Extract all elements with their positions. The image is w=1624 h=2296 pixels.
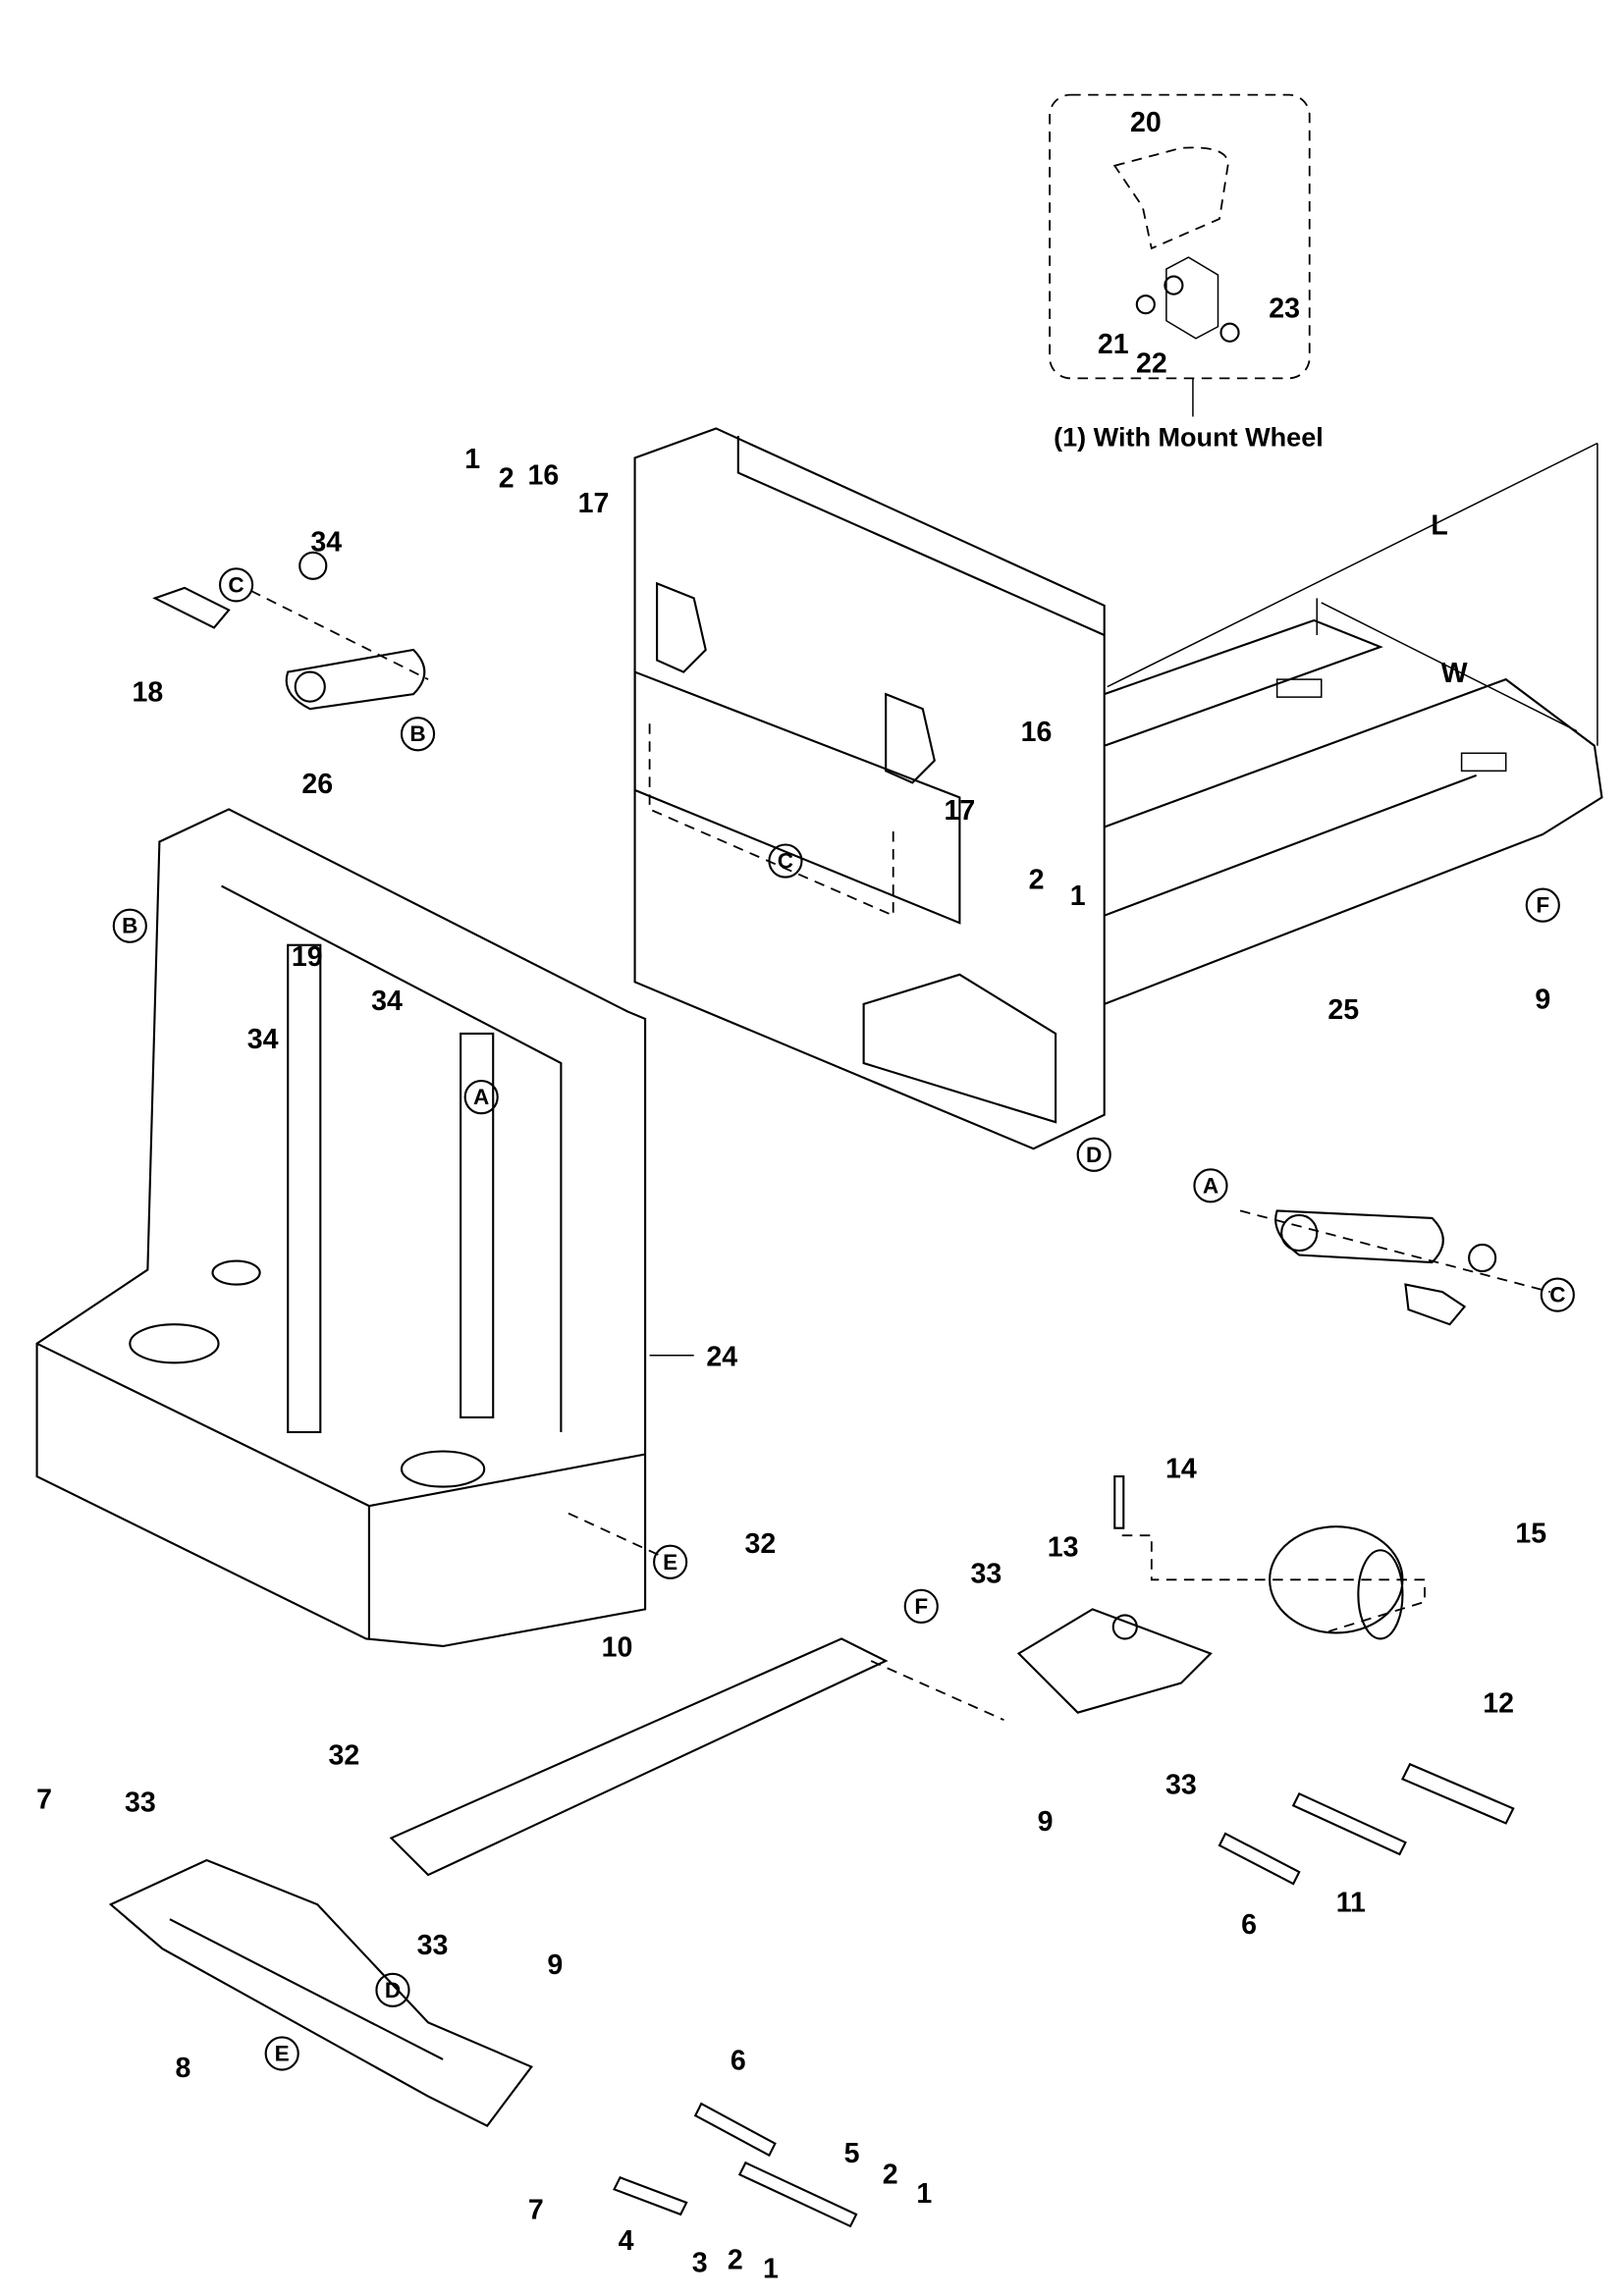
svg-text:F: F	[1536, 893, 1549, 918]
ref-circle-d: D	[1076, 1137, 1111, 1172]
callout-16: 16	[527, 460, 559, 492]
callout-20: 20	[1130, 107, 1162, 138]
callout-33: 33	[125, 1787, 156, 1818]
callout-9: 9	[1038, 1806, 1054, 1838]
callout-33: 33	[1165, 1769, 1197, 1800]
callout-2: 2	[883, 2159, 898, 2190]
ref-circle-f: F	[1525, 887, 1560, 923]
callout-6: 6	[731, 2046, 746, 2077]
svg-text:A: A	[1203, 1173, 1218, 1198]
linkage-parts	[108, 590, 1551, 2228]
ref-circle-e: E	[653, 1544, 688, 1579]
callout-18: 18	[132, 677, 163, 709]
callout-2: 2	[1029, 865, 1045, 896]
callout-25: 25	[1327, 994, 1359, 1026]
svg-text:E: E	[275, 2041, 290, 2065]
callout-1: 1	[1070, 881, 1086, 912]
callout-26: 26	[301, 769, 333, 800]
callout-16: 16	[1021, 717, 1053, 748]
callout-23: 23	[1269, 294, 1300, 325]
svg-text:C: C	[778, 849, 793, 874]
svg-text:B: B	[122, 914, 137, 938]
callout-1: 1	[916, 2178, 932, 2210]
callout-9: 9	[1535, 984, 1550, 1015]
ref-circle-e: E	[264, 2036, 299, 2071]
callout-8: 8	[176, 2053, 191, 2084]
callout-15: 15	[1515, 1519, 1546, 1550]
inset-caption: (1) With Mount Wheel	[1054, 423, 1324, 453]
callout-2: 2	[499, 463, 514, 495]
svg-text:B: B	[409, 721, 425, 746]
ref-circle-a: A	[1193, 1168, 1228, 1203]
ref-circle-c: C	[218, 567, 254, 603]
callout-11: 11	[1336, 1888, 1366, 1919]
callout-14: 14	[1165, 1454, 1197, 1485]
callout-2: 2	[728, 2245, 743, 2276]
callout-13: 13	[1048, 1531, 1079, 1563]
callout-4: 4	[619, 2225, 634, 2257]
callout-10: 10	[602, 1632, 633, 1664]
callout-7: 7	[36, 1784, 52, 1815]
callout-32: 32	[744, 1528, 776, 1560]
ref-circle-c: C	[768, 843, 803, 879]
svg-text:E: E	[663, 1550, 677, 1575]
ref-circle-c: C	[1540, 1277, 1575, 1312]
arm-parts	[152, 551, 1497, 1326]
callout-22: 22	[1136, 347, 1167, 379]
svg-text:C: C	[1549, 1283, 1565, 1308]
ref-circle-b: B	[112, 908, 147, 943]
dimension-length-label: L	[1431, 510, 1447, 542]
ref-circle-b: B	[400, 717, 436, 752]
callout-34: 34	[310, 526, 342, 558]
ref-circle-f: F	[903, 1588, 939, 1624]
callout-1: 1	[464, 444, 480, 475]
reference-circles: C B C F D B A E A C F D E	[112, 567, 1575, 2071]
callout-1: 1	[763, 2254, 779, 2285]
callout-32: 32	[328, 1739, 359, 1771]
callout-34: 34	[247, 1024, 279, 1055]
ref-circle-a: A	[463, 1080, 499, 1115]
callout-21: 21	[1098, 329, 1129, 360]
callout-33: 33	[417, 1930, 449, 1961]
callout-6: 6	[1241, 1909, 1257, 1941]
svg-text:D: D	[1086, 1143, 1102, 1167]
fork-frame	[1104, 442, 1603, 1005]
callout-7: 7	[528, 2194, 544, 2225]
svg-text:D: D	[385, 1978, 401, 2002]
dimension-width-label: W	[1441, 658, 1468, 689]
callout-labels: 20 21 22 23 1 2 16 17 34 18 26 16 17 2 1…	[36, 107, 1550, 2284]
callout-24: 24	[706, 1341, 737, 1372]
callout-33: 33	[971, 1558, 1002, 1589]
callout-5: 5	[844, 2138, 860, 2169]
callout-19: 19	[292, 941, 323, 973]
ref-circle-d: D	[375, 1972, 410, 2007]
callout-12: 12	[1483, 1688, 1514, 1720]
main-mast	[633, 427, 1106, 1150]
callout-17: 17	[578, 488, 610, 519]
callout-9: 9	[547, 1949, 563, 1981]
svg-text:F: F	[914, 1594, 928, 1619]
svg-text:A: A	[473, 1085, 489, 1109]
chassis-frame	[35, 808, 694, 1648]
svg-text:C: C	[228, 572, 244, 597]
callout-17: 17	[944, 795, 975, 827]
callout-3: 3	[692, 2248, 708, 2279]
callout-34: 34	[371, 986, 403, 1017]
mount-wheel-inset: (1) With Mount Wheel	[1049, 93, 1324, 453]
